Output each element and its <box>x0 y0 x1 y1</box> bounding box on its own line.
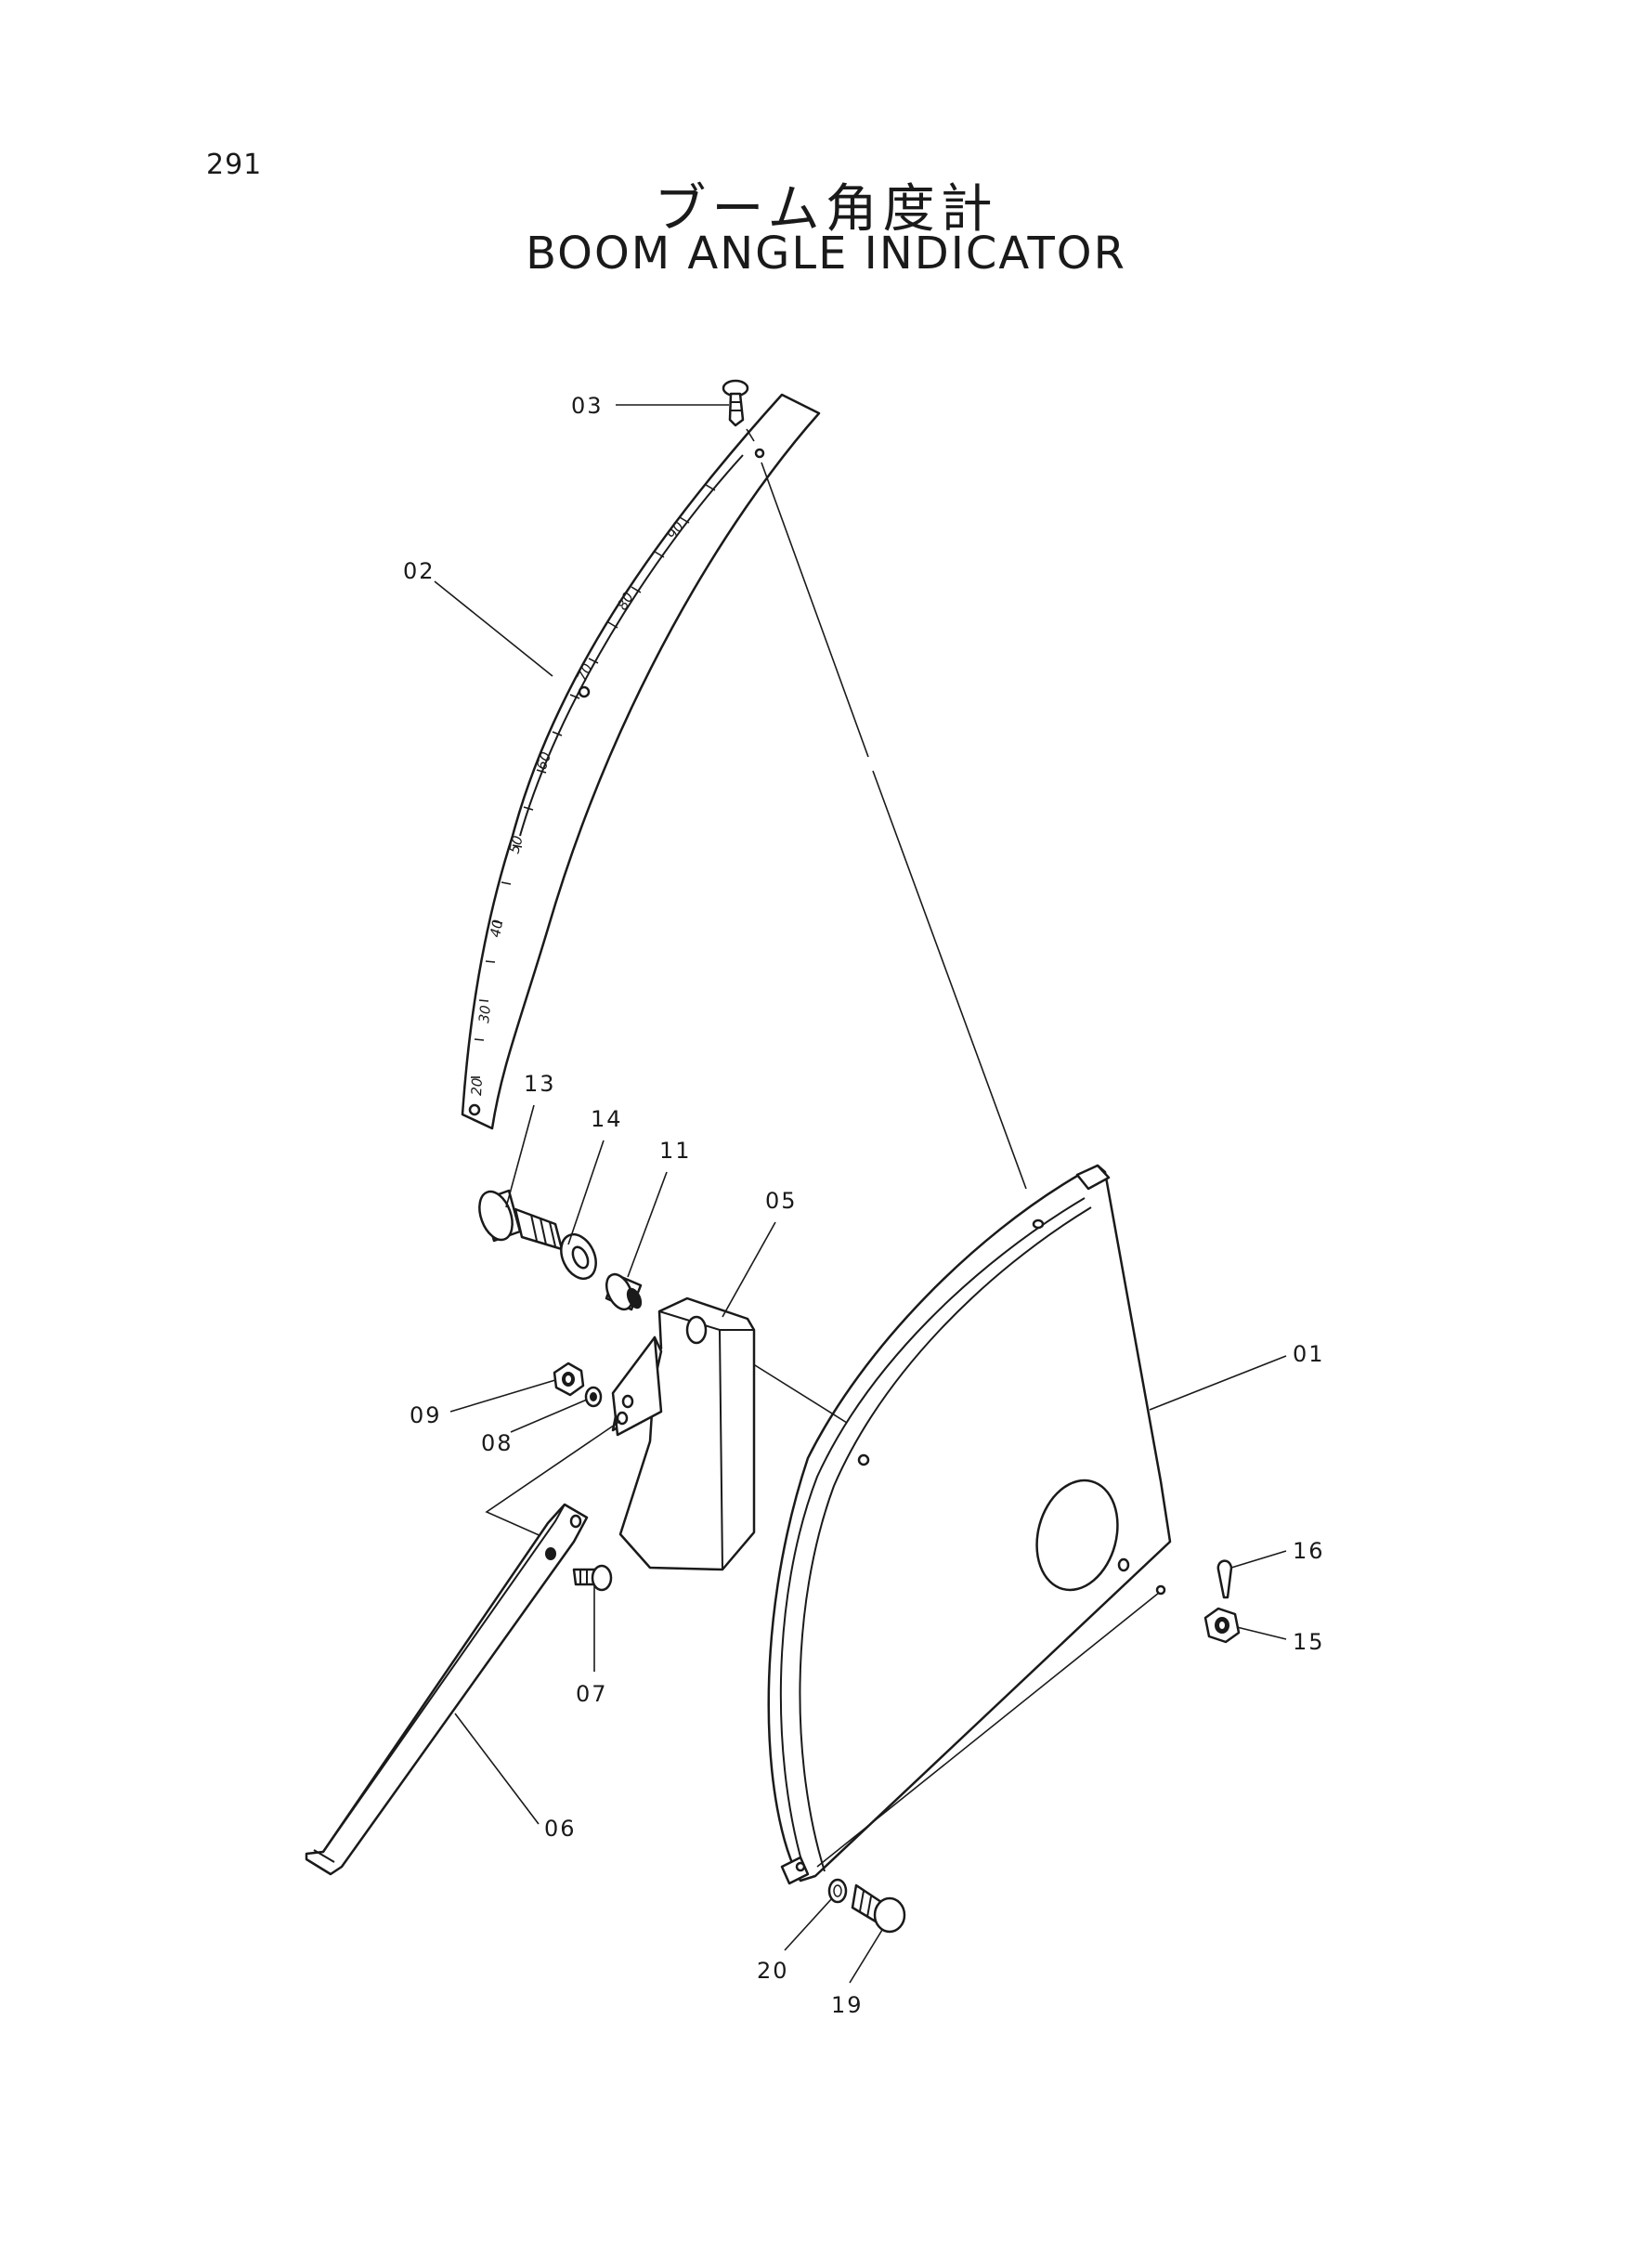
callout-20: 20 <box>757 1958 789 1984</box>
page-number: 291 <box>206 149 263 181</box>
callout-07: 07 <box>576 1681 608 1707</box>
callout-06: 06 <box>544 1816 577 1842</box>
pin-bolt-13 <box>478 1189 564 1251</box>
title-japanese: ブーム角度計 <box>654 179 998 240</box>
washer-08 <box>584 1386 603 1408</box>
scale-tick-60: 60 <box>533 749 554 772</box>
leader-lines <box>434 404 1287 1984</box>
title-english: BOOM ANGLE INDICATOR <box>526 228 1126 280</box>
callout-15: 15 <box>1293 1629 1325 1655</box>
callout-16: 16 <box>1293 1538 1325 1564</box>
callout-labels: 03 02 13 14 11 05 01 09 08 16 15 07 06 2… <box>403 393 1325 2018</box>
callout-01: 01 <box>1293 1341 1325 1367</box>
sector-plate <box>709 1164 1172 1885</box>
nut-09 <box>553 1362 585 1397</box>
scale-strip: 90 80 70 60 50 40 30 20 <box>461 393 821 1130</box>
washer-14 <box>560 1232 597 1281</box>
callout-05: 05 <box>765 1188 798 1214</box>
castle-nut-15 <box>1203 1607 1241 1644</box>
screw-03 <box>722 379 755 442</box>
callout-14: 14 <box>591 1106 623 1132</box>
bracket-05 <box>611 1296 756 1571</box>
washer-20 <box>827 1878 848 1904</box>
scale-tick-20: 20 <box>468 1077 486 1096</box>
split-pin-16 <box>1216 1559 1233 1599</box>
scale-tick-30: 30 <box>475 1005 494 1024</box>
callout-11: 11 <box>659 1138 692 1164</box>
callout-09: 09 <box>410 1402 442 1428</box>
callout-03: 03 <box>571 393 604 419</box>
pointer-06 <box>305 1503 589 1876</box>
callout-19: 19 <box>831 1992 864 2018</box>
scale-tick-40: 40 <box>487 919 506 939</box>
screw-07 <box>572 1564 613 1592</box>
bolt-19 <box>851 1883 906 1934</box>
scale-ticks <box>471 484 716 1078</box>
callout-02: 02 <box>403 558 436 584</box>
collar-11 <box>605 1272 643 1311</box>
callout-08: 08 <box>481 1430 514 1456</box>
callout-13: 13 <box>524 1071 556 1097</box>
scale-tick-50: 50 <box>505 834 526 855</box>
